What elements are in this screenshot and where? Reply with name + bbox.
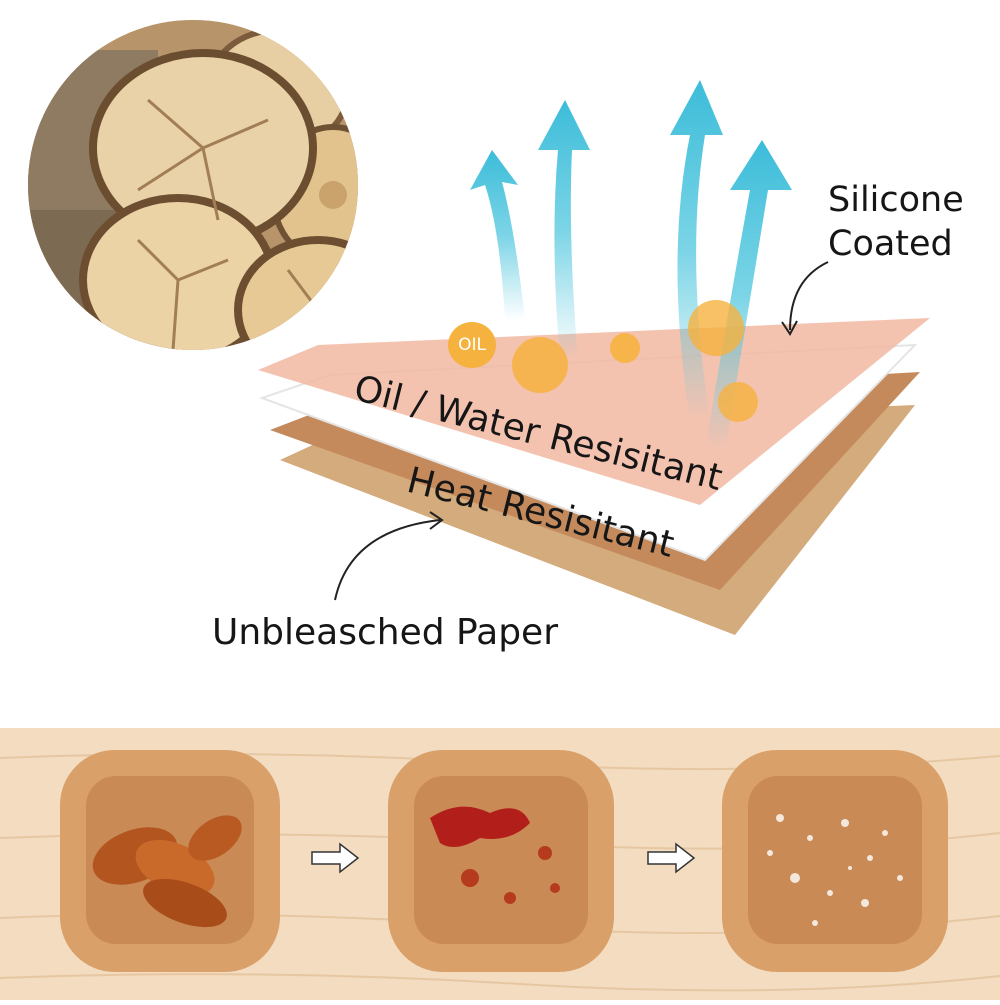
liner-with-water-drops: [722, 750, 948, 972]
oil-drop: [610, 333, 640, 363]
layers-illustration: [258, 80, 930, 635]
wood-logs-image: [28, 20, 358, 350]
oil-drop: [512, 337, 568, 393]
silicone-coated-label: Silicone Coated: [828, 178, 964, 266]
silicone-layer: [258, 318, 930, 505]
liner-with-sauce: [388, 750, 614, 972]
liner-with-chicken: [60, 750, 280, 972]
steam-arrow-icon: [470, 80, 792, 450]
unbleached-callout: [334, 519, 441, 601]
hollow-right-arrow-icon: [311, 842, 360, 874]
hollow-right-arrow-icon: [647, 842, 696, 874]
silicone-line-2: Coated: [828, 224, 953, 264]
unbleached-paper-label: Unbleasched Paper: [212, 612, 558, 653]
wood-logs-illustration: [28, 20, 358, 350]
oil-drop: [688, 300, 744, 356]
liners-illustration: [0, 750, 1000, 992]
wood-table-strip: [0, 728, 1000, 1000]
oil-drop: [718, 382, 758, 422]
silicone-callout: [789, 261, 829, 331]
silicone-line-1: Silicone: [828, 180, 964, 220]
oil-tag: OIL: [448, 322, 496, 368]
